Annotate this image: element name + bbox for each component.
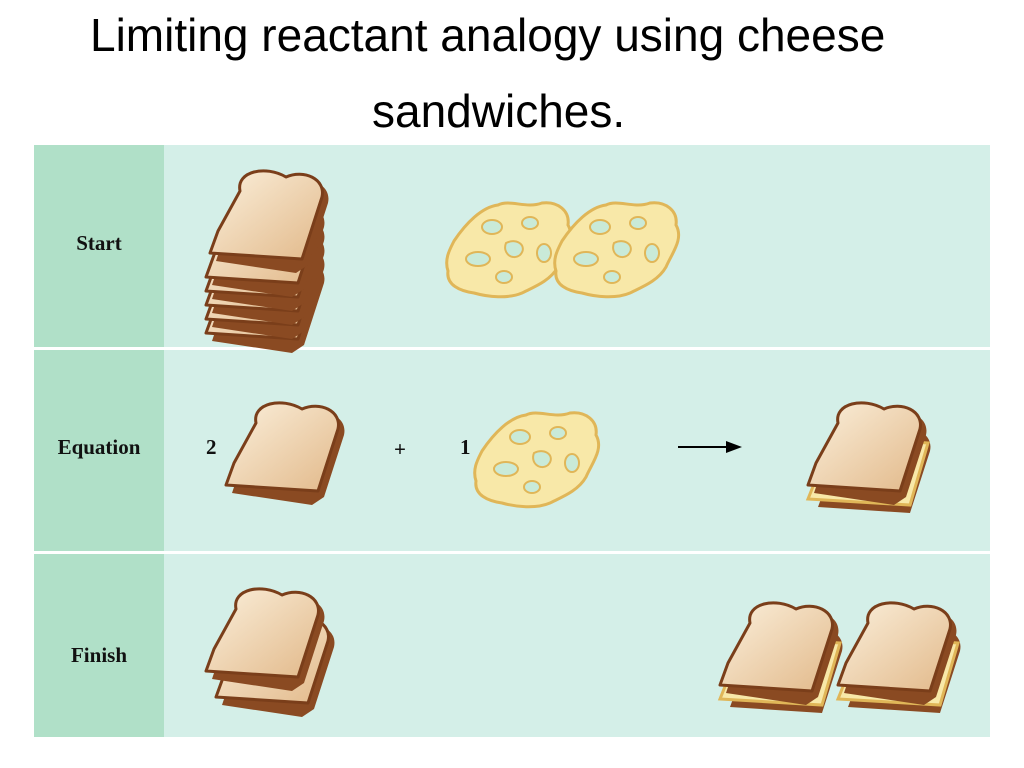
title-line-1: Limiting reactant analogy using cheese	[90, 9, 886, 61]
analogy-panel: Start Equation Finish 2 + 1	[34, 145, 990, 737]
row-label-start: Start	[76, 231, 122, 255]
title-line-2: sandwiches.	[372, 85, 626, 137]
plus-sign: +	[394, 437, 406, 461]
sandwich	[808, 403, 930, 513]
analogy-illustration	[204, 169, 990, 719]
row-divider	[34, 551, 990, 554]
row-label-column	[34, 145, 164, 737]
reaction-arrow	[678, 441, 742, 453]
cheese-coefficient: 1	[460, 435, 471, 459]
cheese-slice	[553, 201, 681, 299]
bread-slice	[224, 401, 346, 507]
row-label-finish: Finish	[70, 643, 128, 667]
bread-coefficient: 2	[206, 435, 217, 459]
bread-stack	[204, 169, 330, 355]
sandwich	[720, 603, 842, 713]
row-divider	[34, 347, 990, 350]
sandwich	[838, 603, 960, 713]
cheese-slice	[473, 411, 601, 509]
row-label-equation: Equation	[57, 435, 141, 459]
cheese-slice	[445, 201, 573, 299]
